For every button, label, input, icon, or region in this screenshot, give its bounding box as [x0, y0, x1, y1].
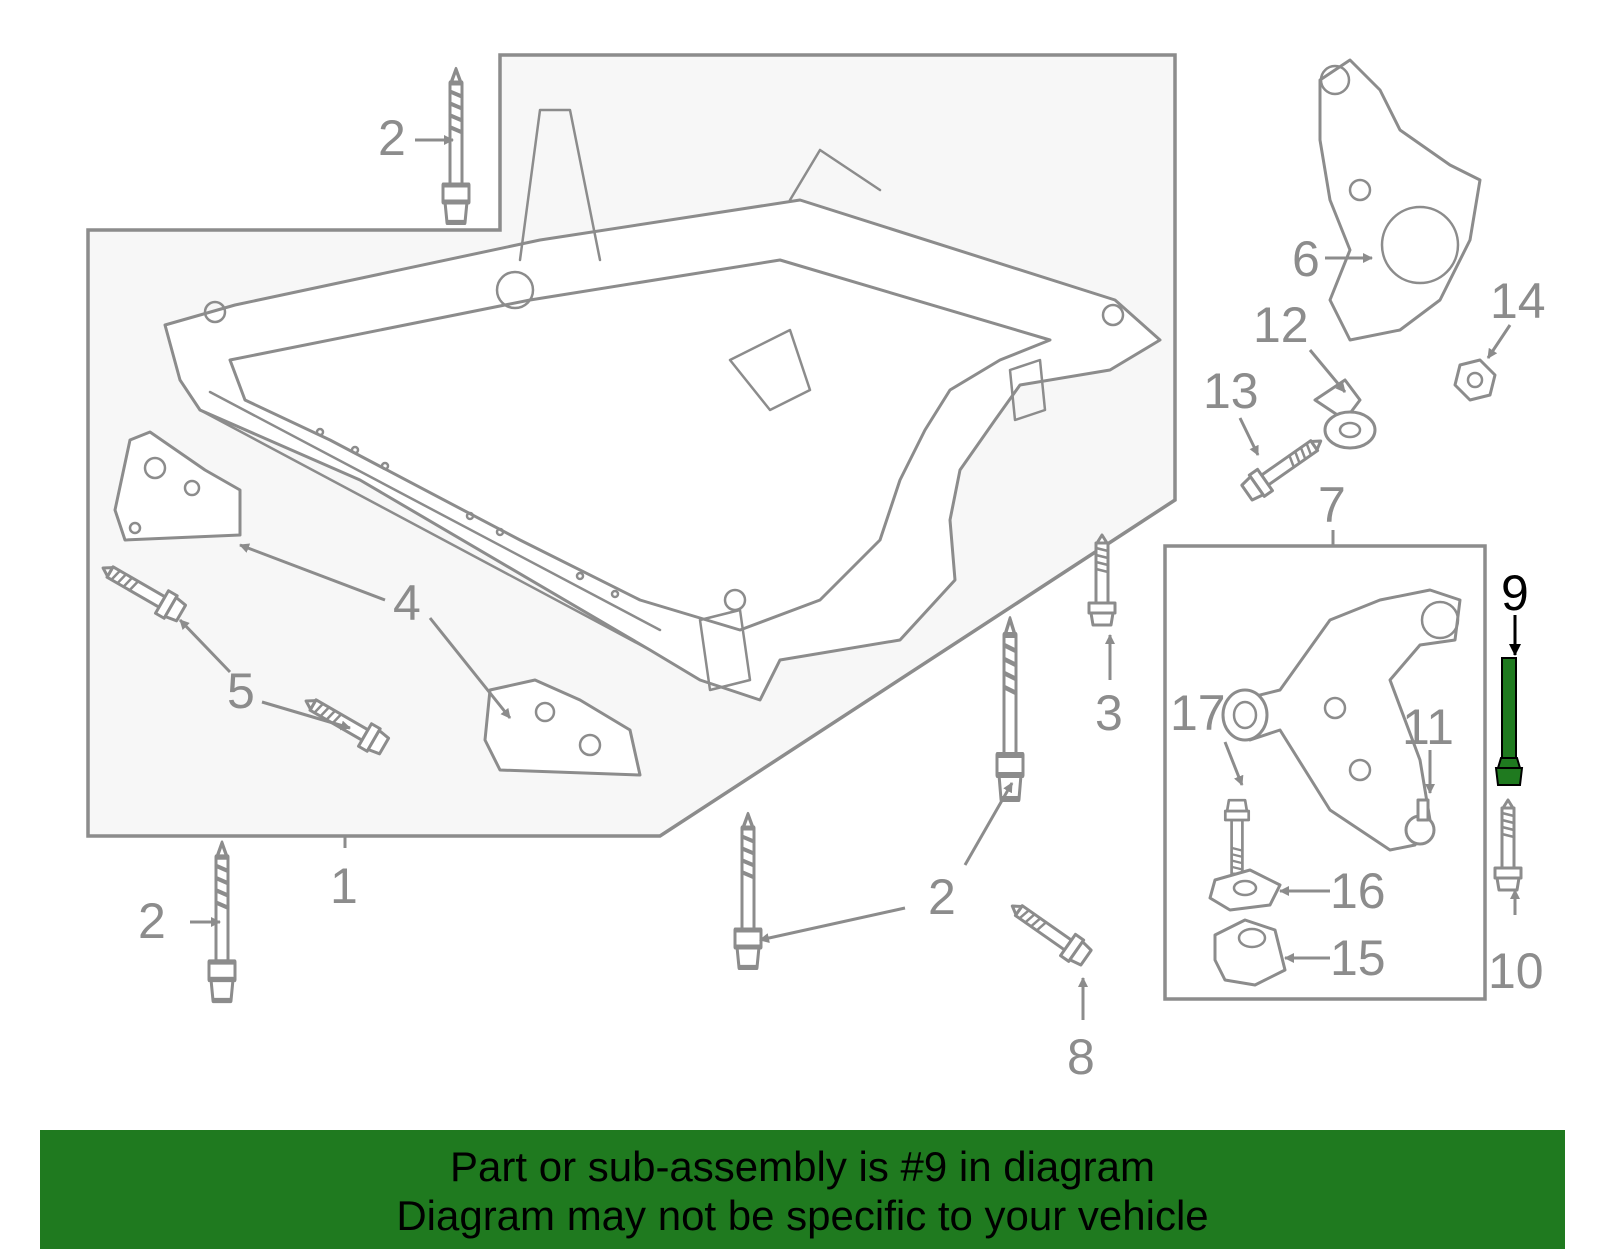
callout-labels: 1 2 2 2 3 4 5 6 7 8 9 10 11 12 13 14 15 …: [138, 110, 1546, 1085]
callout-2-center: 2: [928, 869, 956, 925]
callout-8: 8: [1067, 1029, 1095, 1085]
washer-item-16: [1208, 868, 1282, 912]
callout-1: 1: [330, 858, 358, 914]
lower-control-arm: [1221, 588, 1462, 852]
bolt-item-8: [1003, 893, 1095, 970]
callout-13: 13: [1203, 363, 1259, 419]
bracket-upper-left: [113, 430, 242, 542]
callout-2-top: 2: [378, 110, 406, 166]
banner-line-2: Diagram may not be specific to your vehi…: [396, 1192, 1209, 1239]
nut-item-14: [1453, 358, 1497, 402]
bracket-lower: [483, 678, 642, 777]
callout-16: 16: [1330, 863, 1386, 919]
bolt-item-2-center: [735, 814, 761, 967]
bolt-item-17: [1223, 798, 1251, 883]
bolt-item-2-right: [997, 619, 1023, 799]
bolt-item-10: [1493, 798, 1523, 892]
bolt-item-9-highlighted: [1494, 657, 1524, 786]
steering-knuckle: [1318, 58, 1482, 342]
callout-6: 6: [1292, 231, 1320, 287]
bushing-item-15: [1213, 918, 1287, 987]
callout-15: 15: [1330, 930, 1386, 986]
callout-12: 12: [1253, 297, 1309, 353]
callout-5: 5: [227, 663, 255, 719]
callout-11: 11: [1402, 699, 1454, 755]
callout-3: 3: [1095, 685, 1123, 741]
leader-lines: [178, 135, 1521, 1020]
bolt-item-2-top: [443, 69, 469, 222]
clip-item-12: [1313, 378, 1377, 450]
banner-line-1: Part or sub-assembly is #9 in diagram: [450, 1143, 1155, 1190]
callout-10: 10: [1488, 943, 1544, 999]
callout-4: 4: [393, 575, 421, 631]
callout-7: 7: [1318, 477, 1346, 533]
control-arm-panel: [1163, 544, 1487, 1001]
info-banner: Part or sub-assembly is #9 in diagram Di…: [40, 1130, 1565, 1249]
callout-17: 17: [1170, 685, 1226, 741]
callout-2-bottom-left: 2: [138, 893, 166, 949]
callout-14: 14: [1490, 273, 1546, 329]
subframe-drawing: [163, 108, 1162, 702]
callout-9: 9: [1501, 565, 1529, 621]
